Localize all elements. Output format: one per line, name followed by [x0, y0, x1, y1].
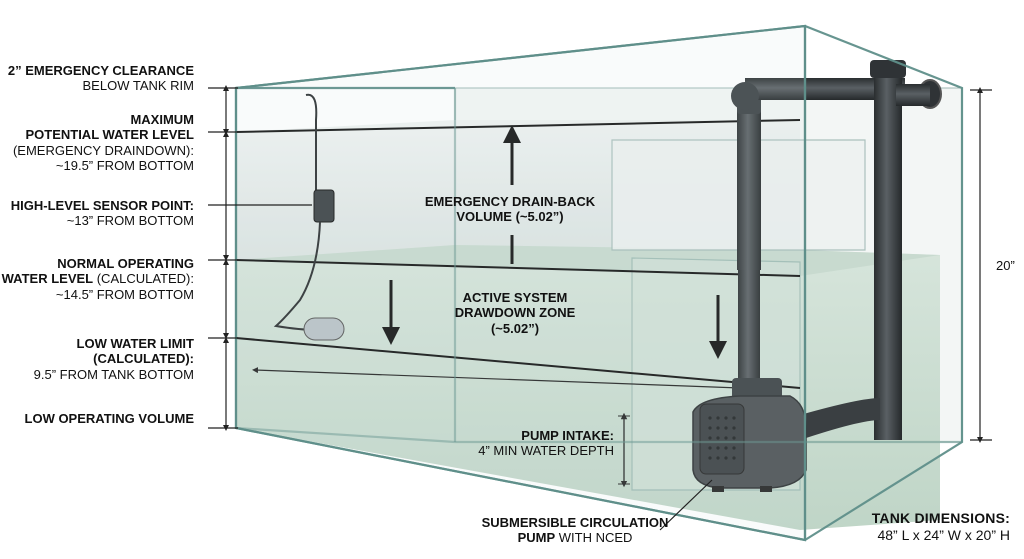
- clearance-label: 2” EMERGENCY CLEARANCE BELOW TANK RIM: [8, 63, 194, 94]
- clearance-title: 2” EMERGENCY CLEARANCE: [7, 63, 194, 78]
- tank-dimensions-sub: 48” L x 24” W x 20” H: [877, 526, 1010, 543]
- max-level-sub-2: ~19.5” FROM BOTTOM: [55, 157, 194, 173]
- drain-back-label: EMERGENCY DRAIN-BACK VOLUME (~5.02”): [405, 194, 615, 225]
- height-value: 20”: [996, 258, 1015, 273]
- sensor-label: HIGH-LEVEL SENSOR POINT: ~13” FROM BOTTO…: [11, 198, 194, 229]
- low-float-sensor-icon: [303, 317, 345, 341]
- low-limit-title-1: LOW WATER LIMIT: [76, 336, 194, 351]
- pump-line-1: SUBMERSIBLE CIRCULATION: [481, 515, 669, 530]
- max-level-title-1: MAXIMUM: [130, 112, 194, 127]
- normal-level-title-2: WATER LEVEL: [1, 271, 94, 287]
- sensor-title: HIGH-LEVEL SENSOR POINT:: [10, 198, 194, 213]
- normal-level-title-1: NORMAL OPERATING: [57, 256, 194, 271]
- level-sensors: [273, 93, 345, 341]
- low-limit-label: LOW WATER LIMIT (CALCULATED): 9.5” FROM …: [34, 336, 194, 382]
- pump-grille-icon: [708, 416, 736, 460]
- pump-leader-line: [659, 479, 713, 531]
- low-volume-label: LOW OPERATING VOLUME: [25, 411, 194, 426]
- pump-intake-title: PUMP INTAKE:: [521, 428, 614, 443]
- max-level-label: MAXIMUM POTENTIAL WATER LEVEL (EMERGENCY…: [13, 112, 194, 173]
- pump-label: SUBMERSIBLE CIRCULATION PUMP WITH NCED: [470, 515, 680, 546]
- height-dimension: [970, 87, 992, 443]
- drawdown-label: ACTIVE SYSTEM DRAWDOWN ZONE (~5.02”): [432, 290, 598, 336]
- max-level-sub-1: (EMERGENCY DRAINDOWN):: [12, 142, 194, 158]
- height-label: 20”: [996, 258, 1015, 273]
- high-level-sensor-icon: [313, 189, 335, 223]
- flow-arrows: [382, 125, 727, 359]
- normal-level-line: [235, 259, 801, 277]
- return-plumbing: [731, 60, 942, 440]
- low-volume-dimension-arrow: [252, 367, 743, 391]
- low-limit-title-2: (CALCULATED):: [93, 351, 194, 367]
- pump-intake-label: PUMP INTAKE: 4” MIN WATER DEPTH: [478, 428, 614, 459]
- tank-dimensions-title: TANK DIMENSIONS:: [871, 510, 1010, 526]
- tank-dimensions-label: TANK DIMENSIONS: 48” L x 24” W x 20” H: [872, 510, 1010, 543]
- low-volume-title: LOW OPERATING VOLUME: [24, 411, 194, 426]
- low-limit-sub: 9.5” FROM TANK BOTTOM: [33, 366, 194, 382]
- drawdown-line-3: (~5.02”): [490, 320, 540, 336]
- left-dimension-scale: [208, 85, 312, 431]
- pump-line-2-suffix: WITH NCED: [555, 530, 633, 546]
- sensor-sub: ~13” FROM BOTTOM: [66, 213, 194, 229]
- normal-level-label: NORMAL OPERATING WATER LEVEL (CALCULATED…: [2, 256, 194, 302]
- pump-line-2: PUMP: [517, 530, 556, 546]
- drain-back-line-2: VOLUME (~5.02”): [456, 209, 564, 225]
- normal-level-title-2-suffix: (CALCULATED):: [93, 271, 194, 287]
- normal-level-sub: ~14.5” FROM BOTTOM: [55, 286, 194, 302]
- drawdown-line-1: ACTIVE SYSTEM: [462, 290, 568, 305]
- drawdown-line-2: DRAWDOWN ZONE: [454, 305, 576, 321]
- pump-intake-sub: 4” MIN WATER DEPTH: [478, 443, 614, 459]
- max-level-title-2: POTENTIAL WATER LEVEL: [25, 127, 194, 143]
- glass-tank: [234, 24, 964, 542]
- drain-back-line-1: EMERGENCY DRAIN-BACK: [424, 194, 596, 209]
- clearance-sub: BELOW TANK RIM: [82, 78, 194, 94]
